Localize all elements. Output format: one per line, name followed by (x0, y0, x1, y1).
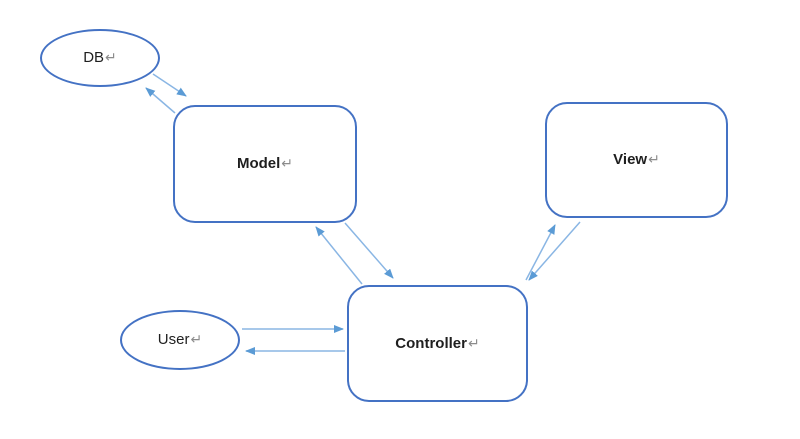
node-db-label: DB↵ (83, 50, 117, 66)
return-mark-icon: ↵ (648, 151, 660, 167)
node-controller-label-text: Controller (395, 334, 467, 352)
node-model-label: Model↵ (237, 156, 293, 172)
connector-controller-to-model[interactable] (315, 226, 363, 285)
node-user-label: User↵ (158, 332, 202, 348)
connector-controller-to-view[interactable] (525, 224, 556, 281)
return-mark-icon: ↵ (105, 49, 117, 65)
return-mark-icon: ↵ (467, 334, 480, 351)
node-user[interactable]: User↵ (120, 310, 240, 370)
node-model-label-text: Model (236, 155, 281, 172)
node-view-label: View↵ (613, 152, 660, 168)
node-view[interactable]: View↵ (545, 102, 728, 218)
node-view-label-text: View (613, 151, 648, 168)
connector-db-to-model[interactable] (152, 73, 187, 97)
connector-model-to-controller[interactable] (344, 222, 394, 279)
node-user-label-text: User (157, 331, 190, 348)
node-controller-label: Controller↵ (395, 336, 479, 352)
node-model[interactable]: Model↵ (173, 105, 357, 223)
return-mark-icon: ↵ (281, 155, 294, 171)
node-db-label-text: DB (83, 49, 105, 66)
node-db[interactable]: DB↵ (40, 29, 160, 87)
connector-view-to-controller[interactable] (528, 221, 581, 281)
connector-model-to-db[interactable] (145, 87, 176, 114)
return-mark-icon: ↵ (190, 331, 203, 347)
node-controller[interactable]: Controller↵ (347, 285, 528, 402)
